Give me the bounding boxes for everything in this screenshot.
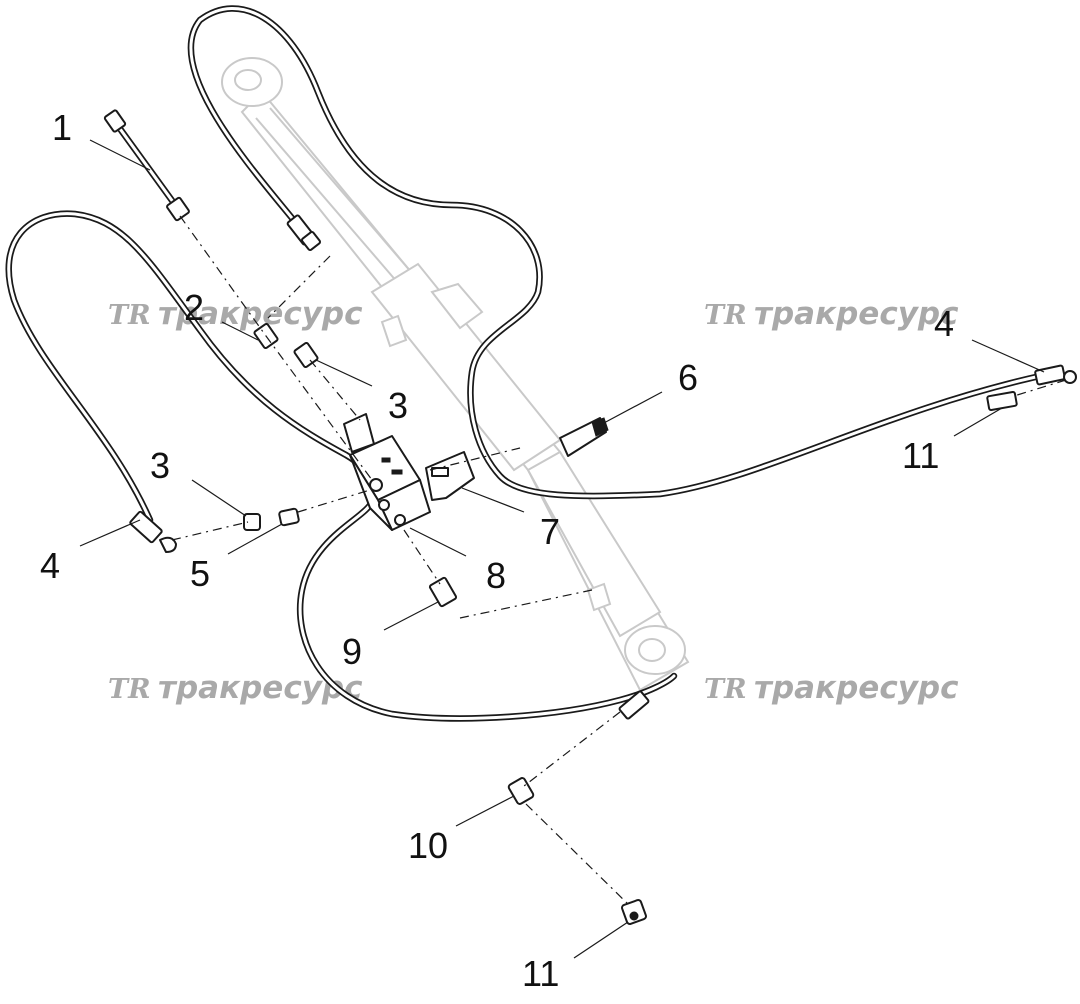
callout-7: 7 [540, 511, 560, 552]
callout-4-right: 4 [934, 303, 954, 344]
callouts: 1 2 3 3 4 4 5 6 7 8 9 10 11 11 [40, 107, 954, 994]
callout-2: 2 [184, 287, 204, 328]
watermark-text: тракресурс [754, 296, 959, 332]
callout-5: 5 [190, 553, 210, 594]
watermark-right-bottom: TR тракресурс [704, 670, 959, 706]
fittings [103, 109, 1077, 925]
callout-1: 1 [52, 107, 72, 148]
watermark-text: тракресурс [754, 670, 959, 706]
watermark-logo: TR [704, 300, 747, 331]
hoses [5, 5, 1044, 722]
callout-9: 9 [342, 631, 362, 672]
callout-11-bottom: 11 [522, 953, 559, 994]
callout-3-top: 3 [388, 385, 408, 426]
assembly-lines [171, 215, 1067, 907]
callout-3-left: 3 [150, 445, 170, 486]
callout-8: 8 [486, 555, 506, 596]
watermark-logo: TR [108, 300, 151, 331]
callout-6: 6 [678, 357, 698, 398]
callout-10: 10 [408, 825, 448, 866]
watermark-right-top: TR тракресурс [704, 296, 959, 332]
watermark-logo: TR [108, 674, 151, 705]
leader-lines [79, 139, 1045, 959]
watermark-logo: TR [704, 674, 747, 705]
callout-11-right: 11 [902, 435, 939, 476]
callout-4-left: 4 [40, 545, 60, 586]
watermark-left-top: TR тракресурс [108, 296, 363, 332]
